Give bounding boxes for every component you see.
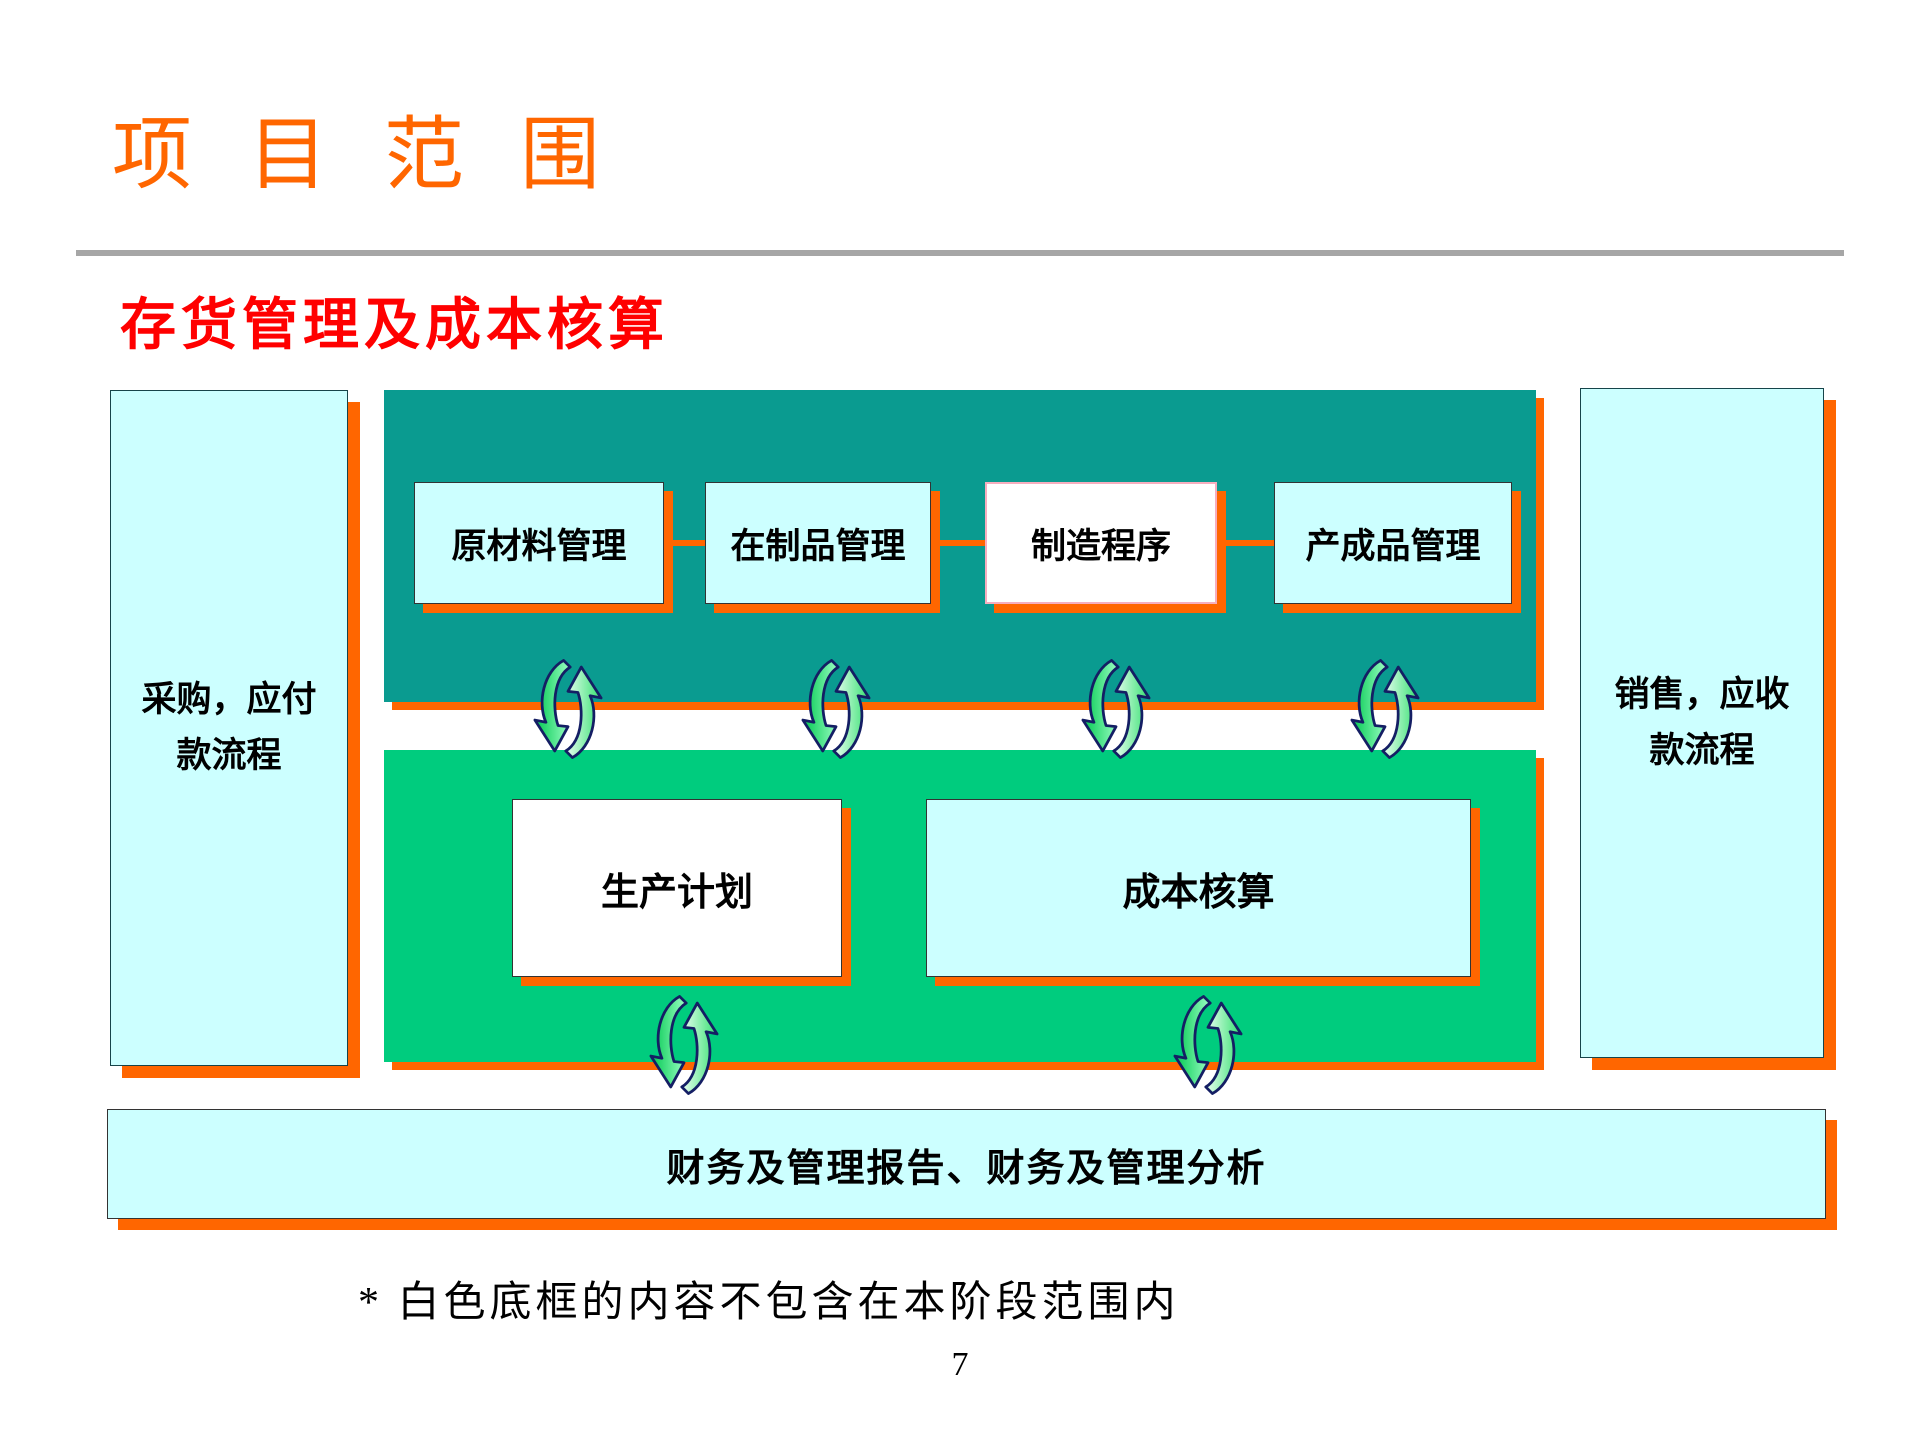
cycle-arrows-icon: [801, 659, 871, 759]
connector-line: [658, 540, 713, 546]
box-manufacturing-process: 制造程序: [985, 482, 1217, 604]
title-divider: [76, 250, 1844, 256]
page-title: 项 目 范 围: [112, 112, 618, 200]
cycle-arrows-icon: [649, 995, 719, 1095]
box-production-planning: 生产计划: [512, 799, 842, 977]
finance-reporting-bar: 财务及管理报告、财务及管理分析: [107, 1109, 1826, 1219]
cycle-arrows-icon: [1350, 659, 1420, 759]
page-number: 7: [951, 1346, 969, 1383]
cycle-arrows-icon: [1173, 995, 1243, 1095]
section-subtitle: 存货管理及成本核算: [120, 295, 669, 357]
box-finished-goods: 产成品管理: [1274, 482, 1512, 604]
box-cost-accounting: 成本核算: [926, 799, 1471, 977]
panel-sales-receivables: 销售，应收 款流程: [1580, 388, 1824, 1058]
box-raw-materials: 原材料管理: [414, 482, 664, 604]
connector-line: [1211, 540, 1280, 546]
connector-line: [925, 540, 991, 546]
box-wip-management: 在制品管理: [705, 482, 931, 604]
footnote: * 白色底框的内容不包含在本阶段范围内: [358, 1280, 1180, 1326]
cycle-arrows-icon: [1081, 659, 1151, 759]
panel-procurement-payables: 采购，应付 款流程: [110, 390, 348, 1066]
cycle-arrows-icon: [533, 659, 603, 759]
